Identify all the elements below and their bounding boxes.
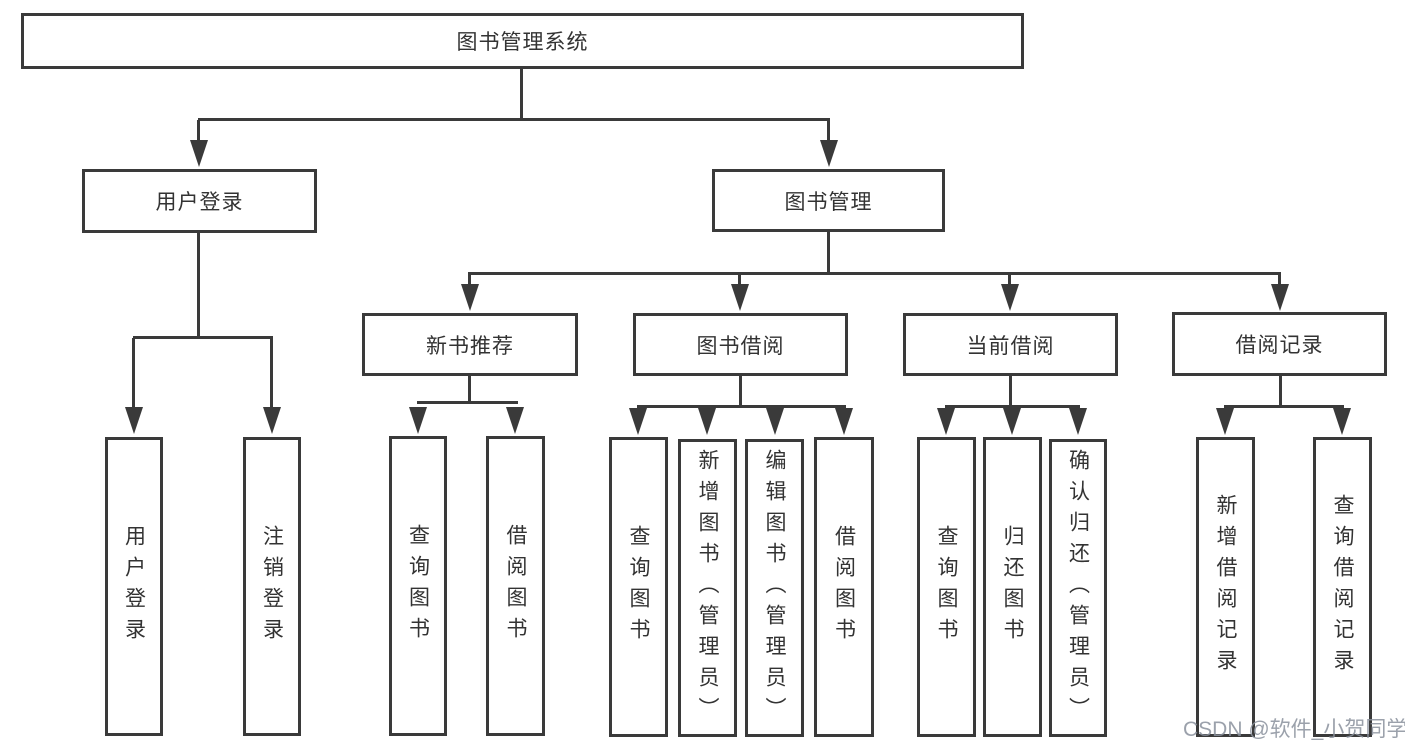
connector-root-stem [520,69,523,121]
leaf-current-return-books: 归还图书 [983,437,1042,737]
node-new-book-recommend: 新书推荐 [362,313,578,376]
leaf-borrowing-query-books: 查询图书 [609,437,668,737]
connector-borrowing-records-stem [1279,376,1282,408]
connector-borrowing-children-bar [637,405,846,408]
arrow-down-icon-book-management [820,140,838,167]
leaf-borrowing-borrow-books: 借阅图书 [814,437,874,737]
connector-recommend-children-bar [417,401,518,404]
connector-book-borrowing-stem [739,376,742,408]
connector-shaft-to-book-borrowing [738,274,741,286]
arrow-down-icon-borrowing-edit [766,408,784,435]
arrow-down-icon-leaf-user-login [125,407,143,434]
arrow-down-icon-user-login [190,140,208,167]
leaf-current-query-books: 查询图书 [917,437,976,737]
connector-level3-bar [468,272,1281,275]
leaf-user-login: 用户登录 [105,437,163,736]
leaf-records-query-record: 查询借阅记录 [1313,437,1372,737]
arrow-down-icon-records-query [1333,408,1351,435]
connector-book-management-stem [827,232,830,275]
arrow-down-icon-new-book-recommend [461,284,479,311]
node-current-borrowing: 当前借阅 [903,313,1118,376]
node-root-library-management-system: 图书管理系统 [21,13,1024,69]
arrow-down-icon-recommend-borrow [506,407,524,434]
arrow-down-icon-current-borrowing [1001,284,1019,311]
leaf-current-confirm-return-admin: 确认归还（管理员） [1049,439,1107,737]
leaf-borrowing-edit-books-admin: 编辑图书（管理员） [745,439,804,737]
connector-shaft-to-new-book-recommend [468,274,471,286]
arrow-down-icon-records-add [1216,408,1234,435]
arrow-down-icon-borrowing-add [698,408,716,435]
arrow-down-icon-book-borrowing [731,284,749,311]
leaf-logout: 注销登录 [243,437,301,736]
leaf-borrowing-add-books-admin: 新增图书（管理员） [678,439,737,737]
connector-new-book-recommend-stem [468,376,471,404]
arrow-down-icon-borrowing-borrow [835,408,853,435]
connector-level2-bar [198,118,830,121]
connector-current-children-bar [945,405,1080,408]
node-book-management: 图书管理 [712,169,945,232]
node-borrowing-records: 借阅记录 [1172,312,1387,376]
connector-current-borrowing-stem [1009,376,1012,408]
connector-shaft-to-borrowing-records [1278,274,1281,286]
node-book-borrowing: 图书借阅 [633,313,848,376]
connector-user-login-stem [197,233,200,339]
connector-shaft-to-leaf-user-login [132,338,135,409]
connector-shaft-to-leaf-logout [270,338,273,409]
arrow-down-icon-recommend-query [409,407,427,434]
connector-shaft-to-current-borrowing [1008,274,1011,286]
connector-shaft-to-book-management [827,120,830,142]
arrow-down-icon-current-return [1003,408,1021,435]
arrow-down-icon-current-query [937,408,955,435]
leaf-recommend-query-books: 查询图书 [389,436,447,736]
leaf-records-add-record: 新增借阅记录 [1196,437,1255,737]
arrow-down-icon-borrowing-query [629,408,647,435]
connector-user-login-children-bar [133,336,273,339]
leaf-recommend-borrow-books: 借阅图书 [486,436,545,736]
csdn-watermark: CSDN @软件_小贺同学 [1183,718,1405,741]
arrow-down-icon-leaf-logout [263,407,281,434]
connector-records-children-bar [1224,405,1344,408]
node-user-login: 用户登录 [82,169,317,233]
arrow-down-icon-borrowing-records [1271,284,1289,311]
arrow-down-icon-current-confirm [1069,408,1087,435]
connector-shaft-to-user-login [197,120,200,142]
